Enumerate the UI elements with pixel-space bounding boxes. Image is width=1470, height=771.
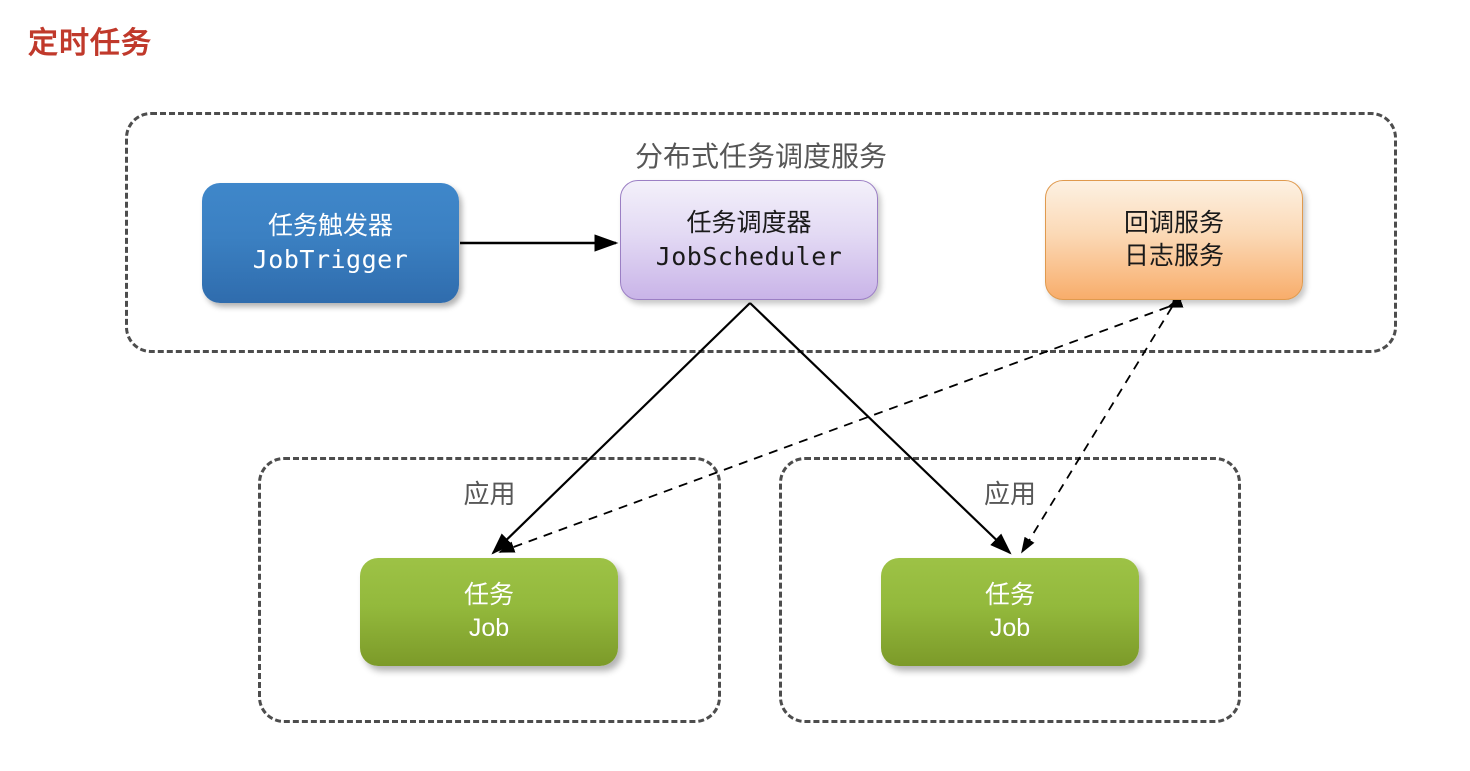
node-callback-service-line1: 回调服务 xyxy=(1123,209,1224,237)
node-job-scheduler[interactable]: 任务调度器 JobScheduler xyxy=(620,180,878,300)
node-job-trigger-cn: 任务触发器 xyxy=(267,212,393,240)
node-job-left[interactable]: 任务 Job xyxy=(360,558,618,666)
node-job-right-cn: 任务 xyxy=(984,581,1035,609)
node-job-trigger[interactable]: 任务触发器 JobTrigger xyxy=(202,183,459,303)
node-job-left-en: Job xyxy=(468,614,510,642)
node-job-right[interactable]: 任务 Job xyxy=(881,558,1139,666)
node-callback-service[interactable]: 回调服务 日志服务 xyxy=(1045,180,1303,300)
node-job-left-cn: 任务 xyxy=(463,581,514,609)
node-job-scheduler-en: JobScheduler xyxy=(655,242,843,271)
service-group-label: 分布式任务调度服务 xyxy=(634,141,887,172)
node-job-right-en: Job xyxy=(989,614,1031,642)
page-title: 定时任务 xyxy=(28,27,152,60)
node-callback-service-line2: 日志服务 xyxy=(1123,242,1224,270)
app-group-right-label: 应用 xyxy=(983,479,1036,509)
app-group-left-label: 应用 xyxy=(463,479,516,509)
node-job-trigger-en: JobTrigger xyxy=(252,245,409,274)
node-job-scheduler-cn: 任务调度器 xyxy=(686,209,812,237)
